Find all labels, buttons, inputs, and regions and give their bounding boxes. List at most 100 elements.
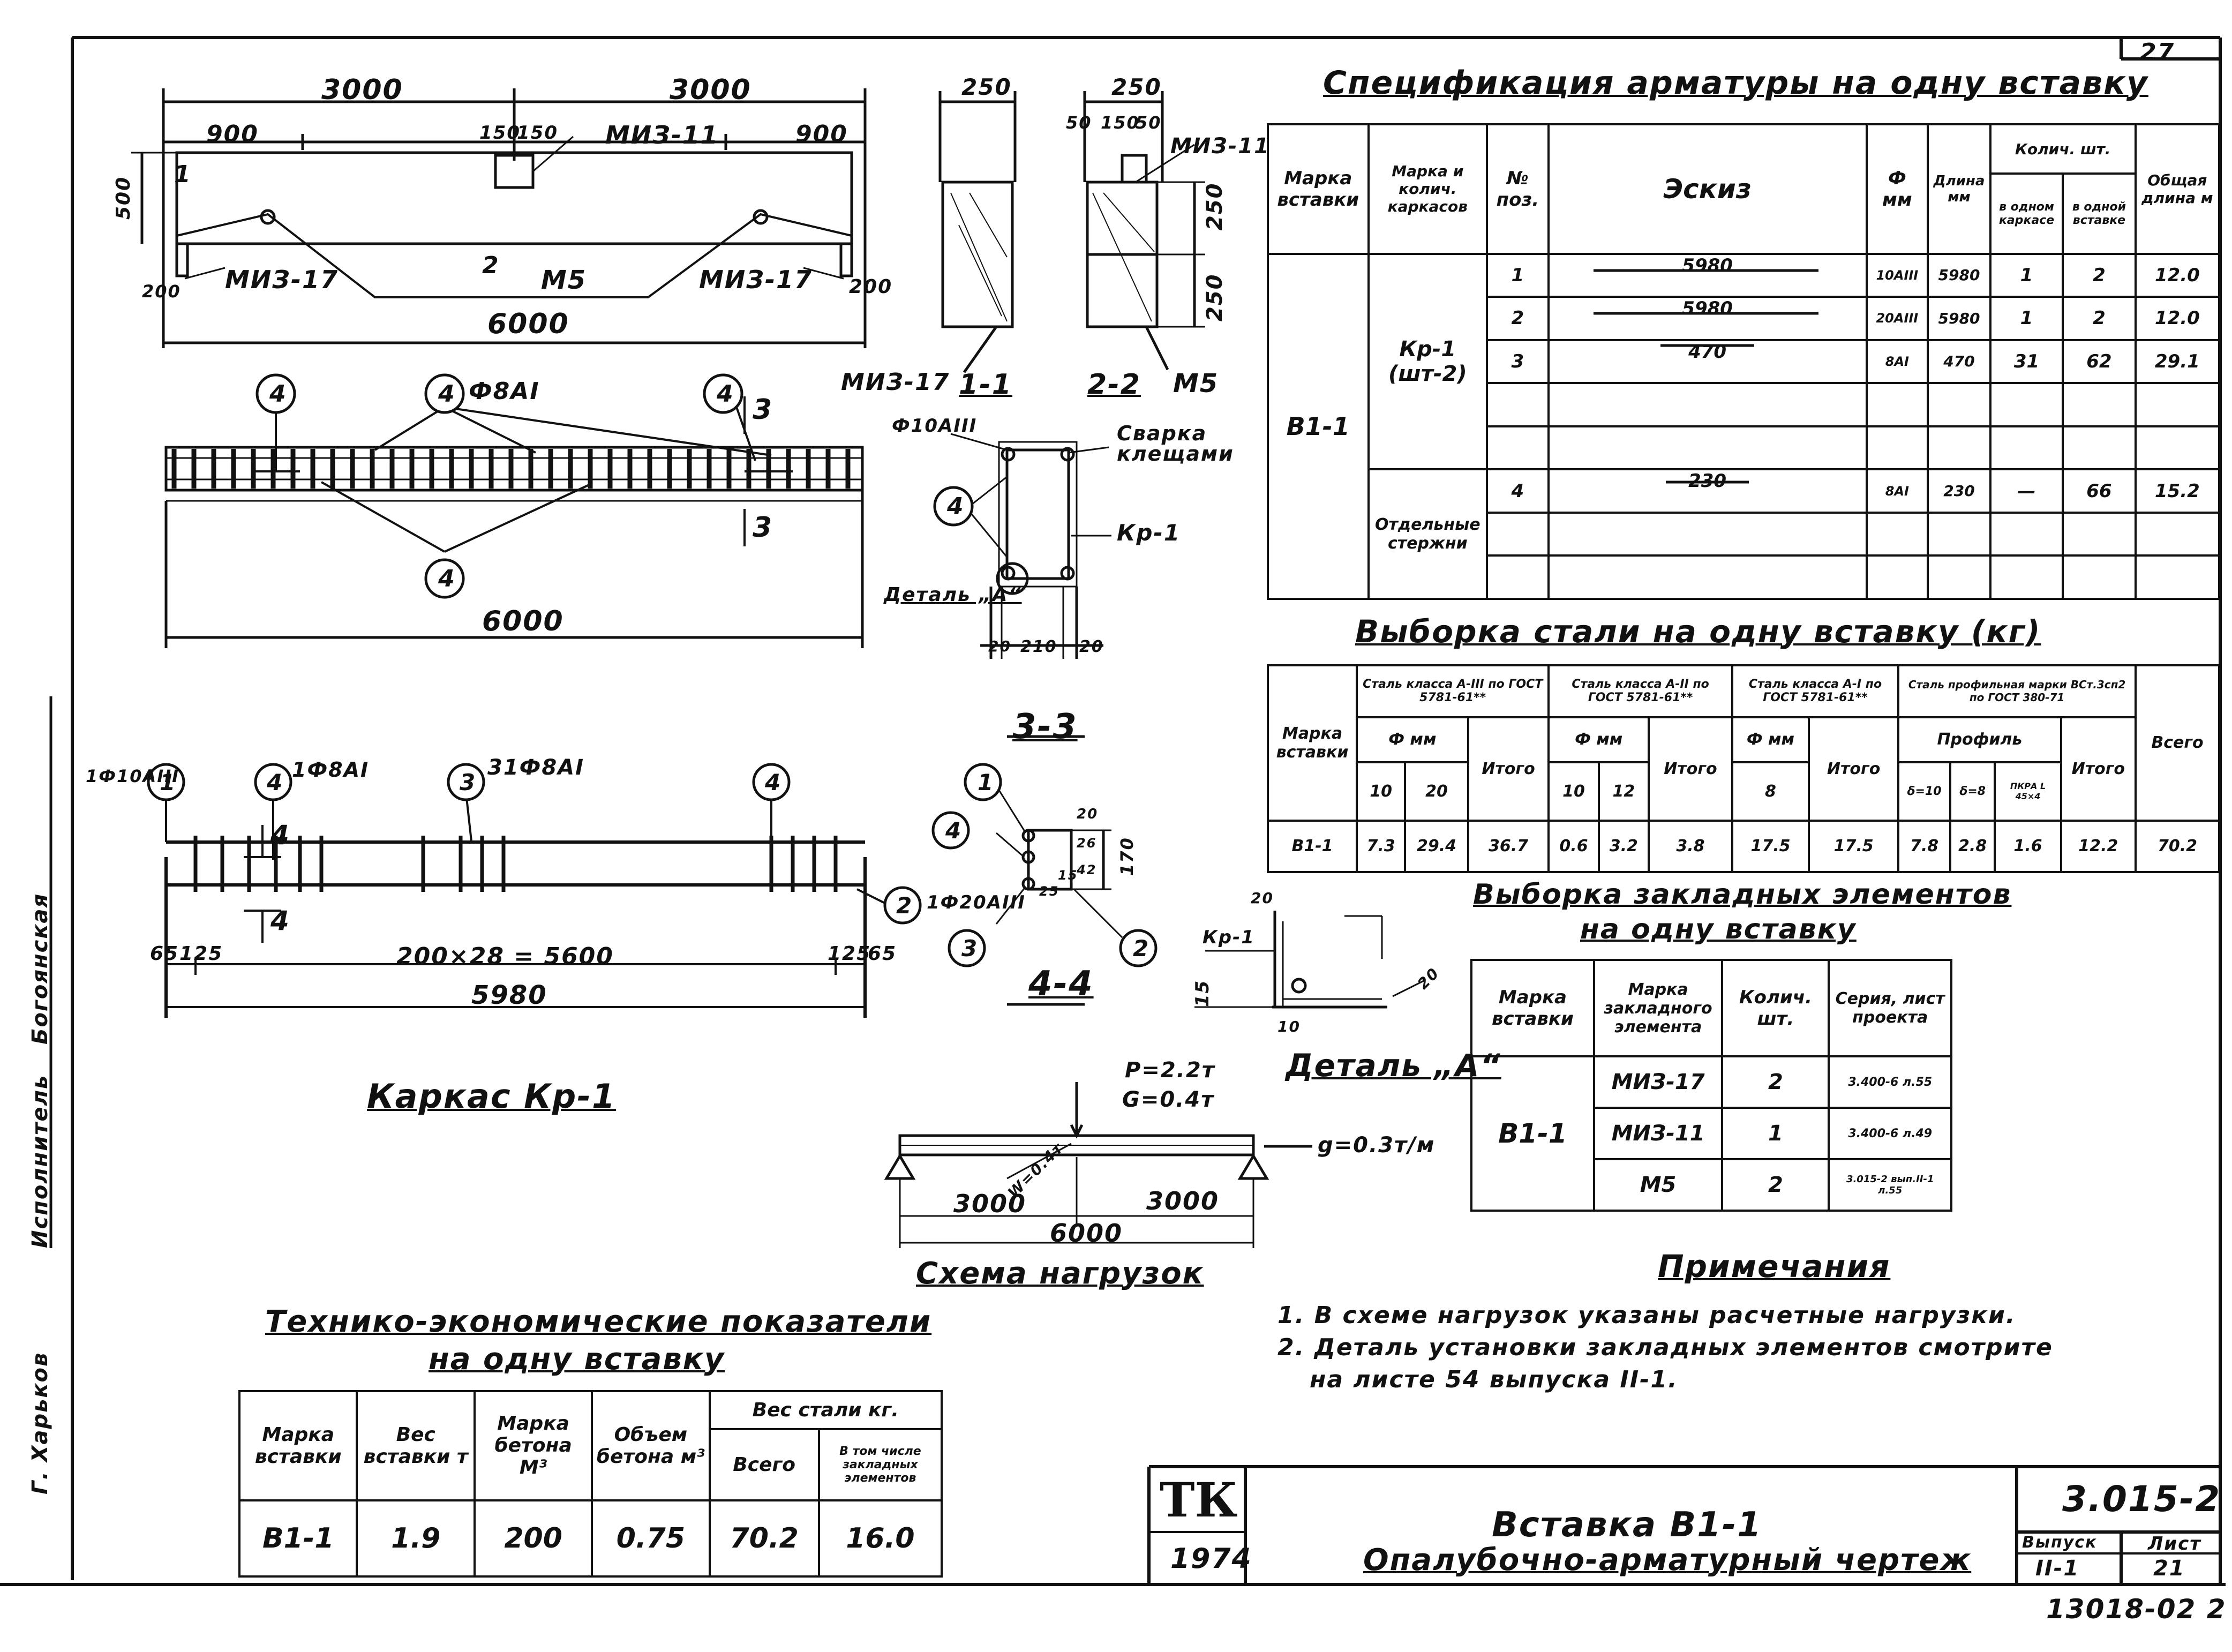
plan-pos-4-b: 4	[438, 380, 456, 408]
dim-150-b: 150	[517, 122, 558, 144]
spec-pos: 4	[1486, 468, 1550, 514]
load-dim-3000-b: 3000	[1146, 1187, 1220, 1215]
tech-h-mark: Марка вставки	[238, 1390, 358, 1501]
section-2-2: 2-2	[1087, 369, 1141, 401]
plan-cut-3-bottom: 3	[753, 512, 773, 544]
spec-h-mark: Марка вставки	[1267, 123, 1370, 255]
label-m5: М5	[541, 265, 587, 295]
steel-h-p2: δ=8	[1949, 761, 1996, 822]
tech-table: Марка вставки Вес вставки т Марка бетона…	[238, 1390, 943, 1578]
frame-dim-65-b: 65	[868, 943, 897, 965]
spec-len: 470	[1927, 339, 1991, 385]
detail-dim-15: 15	[1192, 979, 1213, 1007]
steel-mark: В1-1	[1267, 819, 1358, 873]
spec-qf: —	[1989, 468, 2064, 514]
sec-dim-50-a: 50	[1066, 112, 1092, 133]
steel-h-itogo1: Итого	[1467, 716, 1550, 822]
spec-qi: 2	[2062, 296, 2137, 341]
tech-h-weight: Вес вставки т	[356, 1390, 476, 1501]
emb-el: МИЗ-11	[1592, 1107, 1724, 1160]
frame-pos-4-a: 4	[267, 769, 284, 795]
spec-h-qty: Колич. шт.	[1989, 123, 2137, 175]
frame-rebar-4: 1Ф8AI	[292, 758, 370, 782]
dim-6000-top: 6000	[487, 308, 569, 340]
tech-weight: 1.9	[356, 1499, 476, 1578]
spec-h-qty-frame: в одном каркасе	[1989, 172, 2064, 255]
emb-h-series: Серия, лист проекта	[1828, 959, 1952, 1057]
frame-dim-125-b: 125	[828, 943, 871, 965]
emb-series: 3.015-2 вып.II-1 л.55	[1828, 1158, 1952, 1212]
spec-group-2: Отдельные стержни	[1367, 468, 1489, 600]
spec-h-frame: Марка и колич. каркасов	[1367, 123, 1489, 255]
sec33-dim-170: 170	[1117, 837, 1137, 876]
steel-h-total: Всего	[2135, 664, 2220, 822]
issue-label: Выпуск	[2022, 1533, 2098, 1552]
note-3: на листе 54 выпуска II-1.	[1310, 1366, 1678, 1393]
spec-len: 5980	[1927, 252, 1991, 298]
dim-150-a: 150	[479, 122, 521, 144]
steel-h-itogo3: Итого	[1808, 716, 1900, 822]
steel-d: 0.6	[1547, 819, 1600, 873]
spec-qf: 1	[1989, 252, 2064, 298]
list-value: 21	[2153, 1556, 2185, 1581]
sec33-pos-4: 4	[945, 817, 963, 844]
detail-a-caption: Деталь „А“	[1286, 1047, 1501, 1084]
plan-pos-4-c: 4	[717, 380, 734, 408]
steel-h-p3: ПКРА L 45×4	[1994, 761, 2062, 822]
sec33-dim-42: 42	[1077, 862, 1097, 877]
sec33-dim-20: 20	[1077, 806, 1099, 822]
steel-g: 17.5	[1731, 819, 1810, 873]
steel-l: 12.2	[2060, 819, 2137, 873]
frame-dim-mid: 200×28 = 5600	[396, 943, 614, 970]
spec-sketch: 5980	[1547, 252, 1868, 298]
sec33-pos-1: 1	[978, 769, 995, 795]
section-mark-1: 1	[174, 161, 192, 188]
frame-cut-4-top: 4	[270, 820, 290, 851]
steel-h-dia3: Ф мм	[1731, 716, 1810, 763]
detail-dim-10: 10	[1277, 1018, 1301, 1035]
steel-h-dia1: Ф мм	[1356, 716, 1469, 763]
steel-a: 7.3	[1355, 819, 1407, 873]
sec-dim-250-d: 250	[1203, 273, 1227, 322]
frame-pos-1: 1	[160, 769, 177, 795]
steel-h-c2: Сталь класса A-II по ГОСТ 5781-61**	[1547, 664, 1733, 718]
spec-table: Марка вставки Марка и колич. каркасов № …	[1267, 123, 2221, 600]
spec-len: 5980	[1927, 296, 1991, 341]
spec-dia: 8AI	[1865, 339, 1929, 385]
emb-series: 3.400-6 л.49	[1828, 1107, 1952, 1160]
spec-qf: 1	[1989, 296, 2064, 341]
spec-total: 29.1	[2134, 339, 2221, 385]
sec33-pos-3: 3	[961, 935, 979, 962]
spec-h-qty-insert: в одной вставке	[2062, 172, 2137, 255]
year: 1974	[1170, 1543, 1252, 1575]
drawing-title: Вставка В1-1	[1492, 1505, 1762, 1545]
frame-dim-total: 5980	[471, 980, 547, 1010]
spec-total: 15.2	[2134, 468, 2221, 514]
steel-h-c1: Сталь класса A-III по ГОСТ 5781-61**	[1355, 664, 1550, 718]
emb-h-mark: Марка вставки	[1470, 959, 1595, 1057]
spec-h-dia: Ф мм	[1865, 123, 1929, 255]
weld-rebar: Ф10AIII	[892, 415, 978, 437]
emb-title-1: Выборка закладных элементов	[1473, 878, 2012, 911]
issue-value: II-1	[2035, 1556, 2080, 1581]
sheet-number: 27	[2140, 39, 2175, 66]
steel-h-itogo2: Итого	[1648, 716, 1733, 822]
section-3-3: 3-3	[1012, 707, 1078, 747]
dim-500: 500	[112, 176, 134, 220]
steel-b: 29.4	[1404, 819, 1469, 873]
detail-dim-20: 20	[1251, 889, 1274, 907]
frame-dim-65-a: 65	[150, 943, 179, 965]
plan-cut-3-top: 3	[753, 394, 773, 426]
dim-3000-right: 3000	[670, 74, 751, 106]
load-dim-6000: 6000	[1050, 1219, 1123, 1248]
steel-e: 3.2	[1597, 819, 1650, 873]
dim-200-right: 200	[849, 276, 893, 298]
emb-qty: 1	[1721, 1107, 1830, 1160]
section-1-1: 1-1	[959, 369, 1012, 401]
tech-h-concrete: Марка бетона М³	[473, 1390, 593, 1501]
spec-mark: В1-1	[1267, 252, 1370, 600]
tech-h-emb: В том числе закладных элементов	[817, 1428, 943, 1501]
sec-dim-50-b: 50	[1136, 112, 1162, 133]
spec-len: 230	[1927, 468, 1991, 514]
